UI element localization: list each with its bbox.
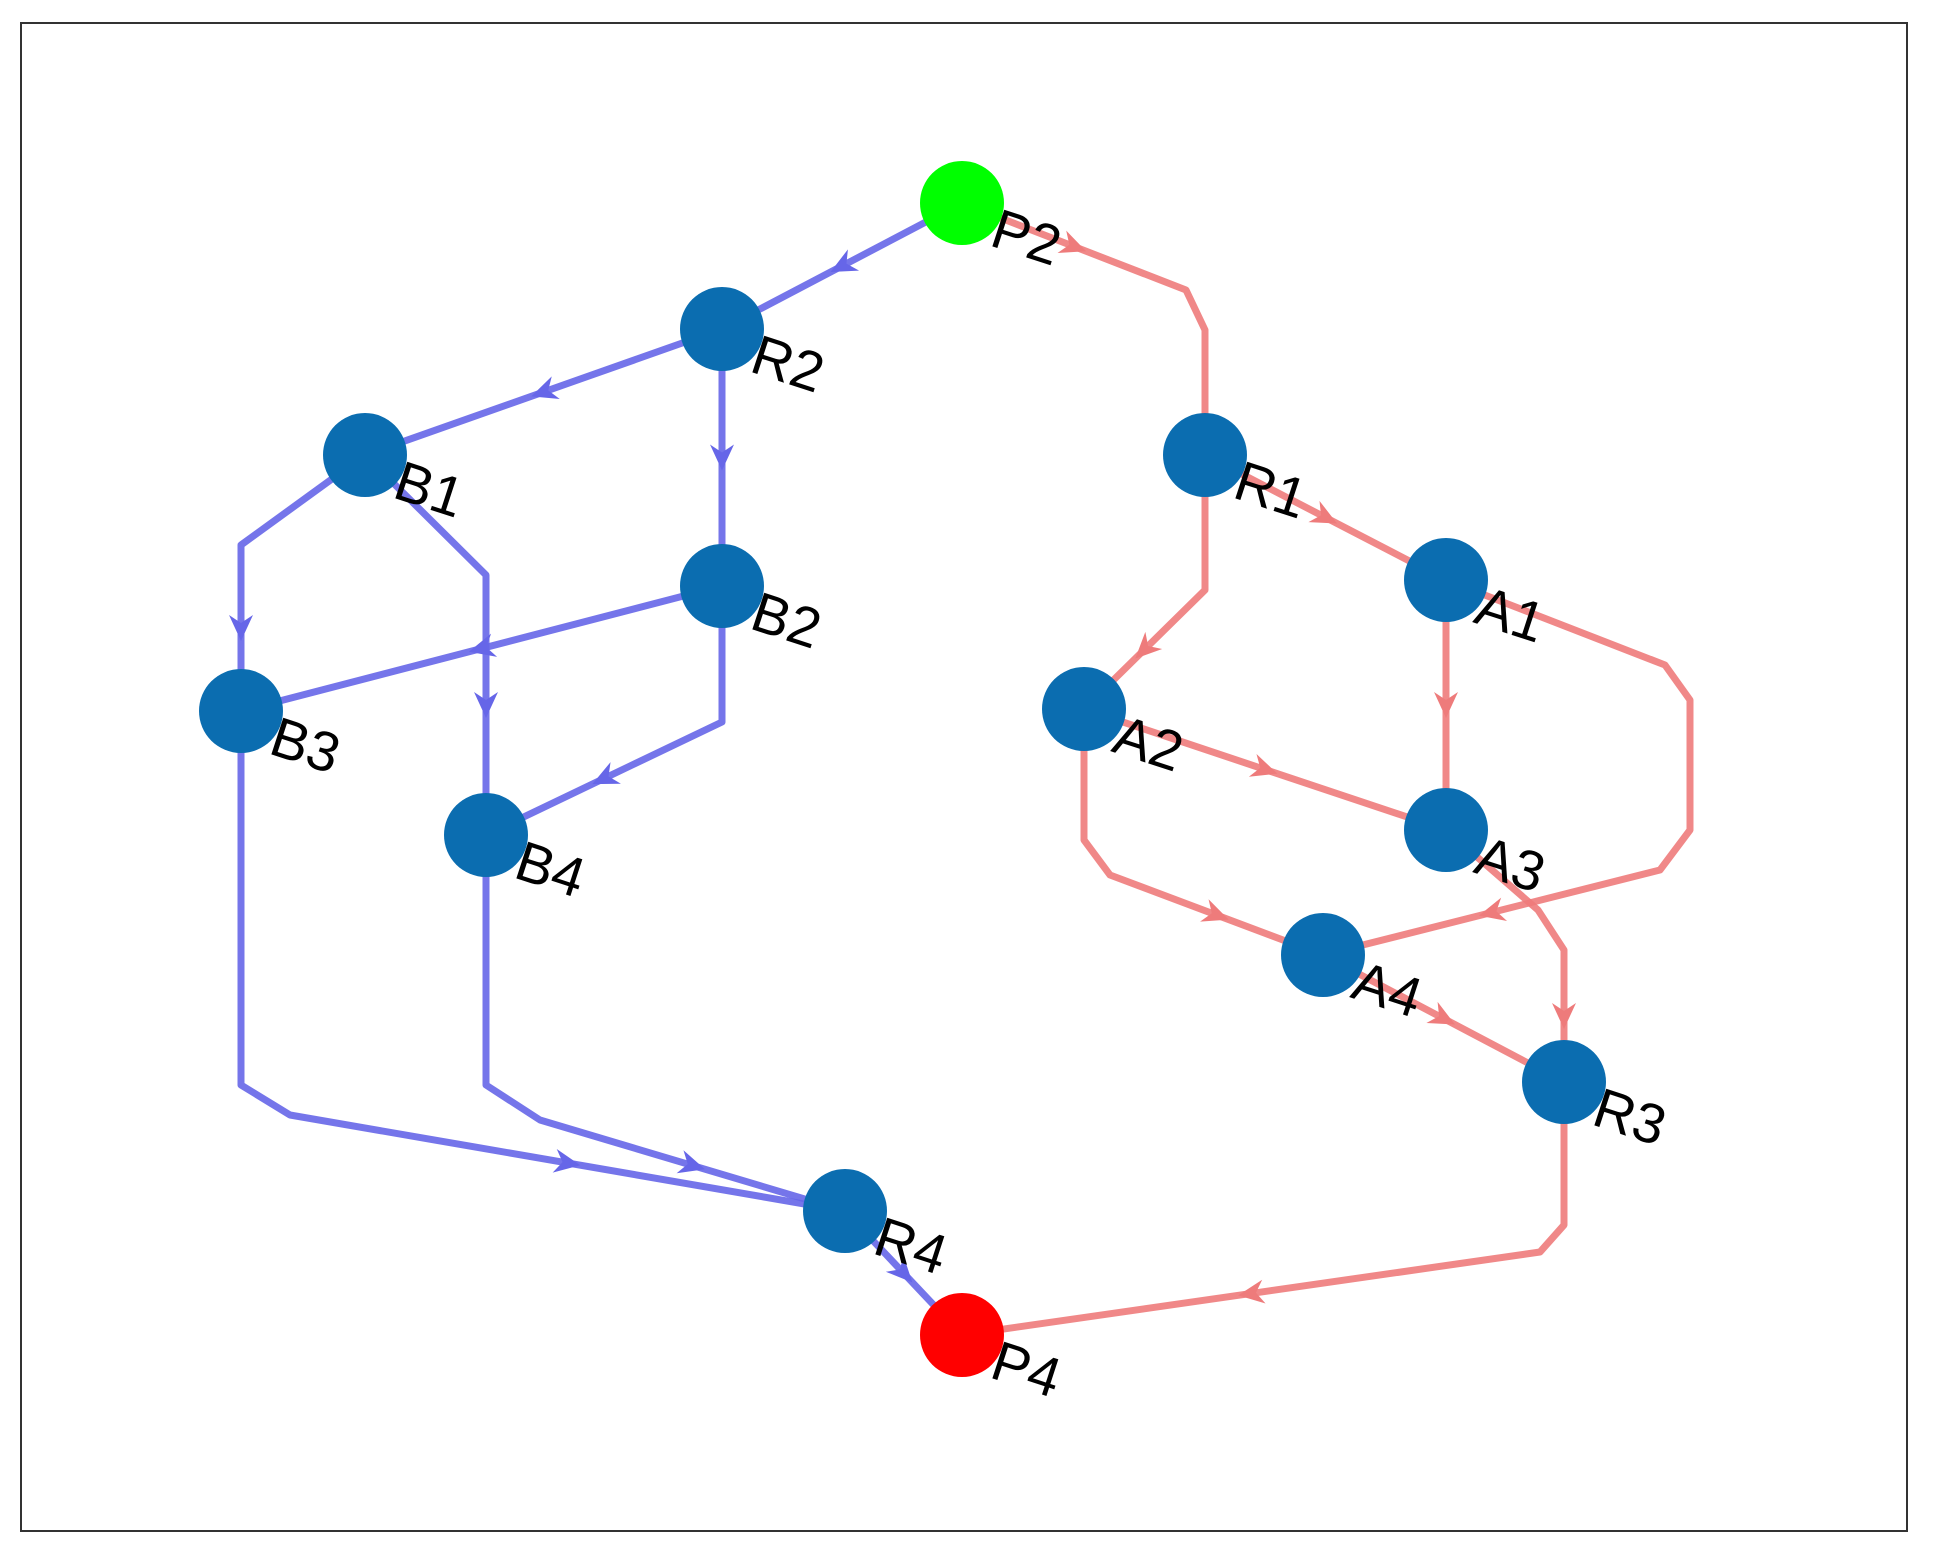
node-circle-r4 [803, 1169, 887, 1253]
edge-b2-b3 [237, 582, 726, 715]
node-r3: R3 [1522, 1040, 1674, 1158]
edge-b2-b4 [482, 582, 726, 839]
node-circle-a4 [1281, 913, 1365, 997]
edge-b3-r4 [237, 707, 849, 1215]
edge-r3-p4 [958, 1078, 1568, 1339]
edge-a3-r3 [1442, 826, 1576, 1086]
edge-r1-a1 [1201, 451, 1450, 584]
edge-a2-a3 [1080, 705, 1450, 834]
node-circle-a3 [1404, 788, 1488, 872]
node-circle-b4 [444, 793, 528, 877]
node-r2: R2 [680, 287, 832, 405]
node-r1: R1 [1163, 413, 1315, 531]
edge-b1-b3 [229, 451, 369, 715]
node-circle-r2 [680, 287, 764, 371]
node-b4: B4 [444, 793, 593, 910]
edge-b4-r4 [482, 831, 849, 1215]
node-circle-p2 [920, 161, 1004, 245]
node-circle-b1 [323, 413, 407, 497]
node-a2: A2 [1042, 667, 1191, 784]
node-a1: A1 [1404, 538, 1553, 655]
node-circle-r1 [1163, 413, 1247, 497]
node-p2: P2 [920, 161, 1069, 278]
node-p4: P4 [920, 1293, 1069, 1410]
node-circle-p4 [920, 1293, 1004, 1377]
edge-a4-r3 [1319, 951, 1568, 1086]
node-a3: A3 [1404, 788, 1553, 905]
node-circle-a1 [1404, 538, 1488, 622]
edge-r2-b1 [361, 325, 726, 459]
edge-p2-r2 [718, 199, 966, 333]
edge-a2-a4 [1080, 705, 1327, 959]
node-r4: R4 [803, 1169, 955, 1287]
edge-r2-b2 [710, 325, 734, 590]
edge-a1-a4 [1319, 576, 1694, 959]
edge-p2-r1 [958, 199, 1209, 459]
node-circle-r3 [1522, 1040, 1606, 1124]
node-circle-b2 [680, 544, 764, 628]
node-circle-a2 [1042, 667, 1126, 751]
edge-b1-b4 [361, 451, 498, 839]
edge-r1-a2 [1080, 451, 1209, 713]
node-circle-b3 [199, 669, 283, 753]
edges-layer [229, 199, 1694, 1339]
node-b1: B1 [323, 413, 472, 530]
node-b2: B2 [680, 544, 829, 661]
